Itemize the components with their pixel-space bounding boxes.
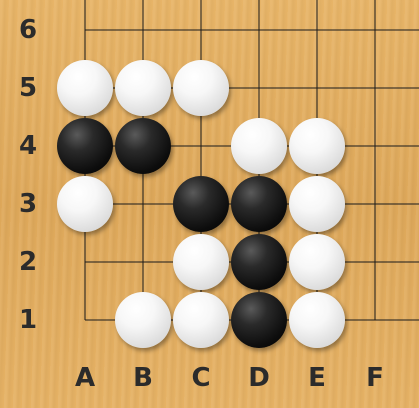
column-label-c: C xyxy=(191,363,211,393)
column-label-b: B xyxy=(133,363,153,393)
row-label-3: 3 xyxy=(18,189,38,219)
white-stone-a3 xyxy=(57,176,113,232)
column-label-a: A xyxy=(74,363,96,393)
black-stone-d1 xyxy=(231,292,287,348)
white-stone-e1 xyxy=(289,292,345,348)
white-stone-c1 xyxy=(173,292,229,348)
white-stone-d4 xyxy=(231,118,287,174)
black-stone-a4 xyxy=(57,118,113,174)
row-label-6: 6 xyxy=(18,15,38,45)
column-label-e: E xyxy=(308,363,326,393)
column-label-f: F xyxy=(366,363,384,393)
white-stone-b1 xyxy=(115,292,171,348)
white-stone-c2 xyxy=(173,234,229,290)
black-stone-c3 xyxy=(173,176,229,232)
white-stone-e2 xyxy=(289,234,345,290)
row-label-4: 4 xyxy=(18,131,38,161)
row-label-5: 5 xyxy=(18,73,38,103)
white-stone-c5 xyxy=(173,60,229,116)
black-stone-b4 xyxy=(115,118,171,174)
white-stone-b5 xyxy=(115,60,171,116)
white-stone-a5 xyxy=(57,60,113,116)
black-stone-d2 xyxy=(231,234,287,290)
row-label-2: 2 xyxy=(18,247,38,277)
white-stone-e4 xyxy=(289,118,345,174)
row-label-1: 1 xyxy=(18,305,38,335)
column-label-d: D xyxy=(248,363,270,393)
black-stone-d3 xyxy=(231,176,287,232)
white-stone-e3 xyxy=(289,176,345,232)
